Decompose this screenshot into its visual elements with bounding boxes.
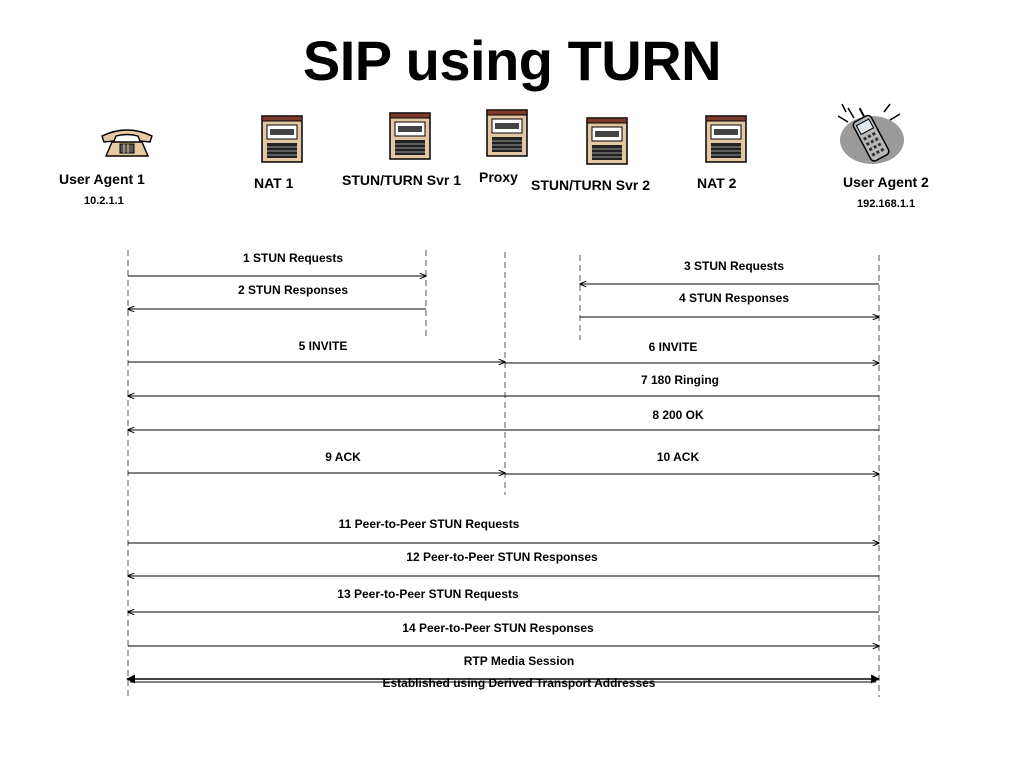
message-label: 10 ACK bbox=[657, 450, 700, 464]
entity-label-proxy: Proxy bbox=[479, 169, 518, 185]
server-icon bbox=[261, 115, 303, 163]
message-label: 2 STUN Responses bbox=[238, 283, 348, 297]
message-label: 14 Peer-to-Peer STUN Responses bbox=[402, 621, 594, 635]
media-session-sublabel: Established using Derived Transport Addr… bbox=[383, 676, 656, 690]
mobile-phone-icon bbox=[837, 103, 904, 164]
message-label: 13 Peer-to-Peer STUN Requests bbox=[337, 587, 519, 601]
message-label: 4 STUN Responses bbox=[679, 291, 789, 305]
message-label: 12 Peer-to-Peer STUN Responses bbox=[406, 550, 598, 564]
server-icon bbox=[586, 117, 628, 165]
message-label: 8 200 OK bbox=[652, 408, 704, 422]
entity-label-stun1: STUN/TURN Svr 1 bbox=[342, 172, 462, 188]
message-label: 11 Peer-to-Peer STUN Requests bbox=[339, 517, 520, 531]
message-label: 6 INVITE bbox=[649, 340, 698, 354]
page-title: SIP using TURN bbox=[302, 29, 722, 92]
message-label: 3 STUN Requests bbox=[684, 259, 784, 273]
media-session-label: RTP Media Session bbox=[464, 654, 574, 668]
entity-label-nat1: NAT 1 bbox=[254, 175, 294, 191]
message-label: 9 ACK bbox=[325, 450, 361, 464]
entity-address-ua1: 10.2.1.1 bbox=[84, 195, 124, 207]
server-icon bbox=[486, 109, 528, 157]
entity-label-ua2: User Agent 2 bbox=[843, 174, 929, 190]
message-label: 1 STUN Requests bbox=[243, 251, 343, 265]
entity-label-ua1: User Agent 1 bbox=[59, 171, 145, 187]
entity-label-nat2: NAT 2 bbox=[697, 175, 737, 191]
server-icon bbox=[389, 112, 431, 160]
entity-label-stun2: STUN/TURN Svr 2 bbox=[531, 177, 651, 193]
message-label: 5 INVITE bbox=[299, 339, 348, 353]
server-icon bbox=[705, 115, 747, 163]
entity-address-ua2: 192.168.1.1 bbox=[857, 198, 916, 210]
telephone-icon bbox=[101, 129, 153, 157]
message-label: 7 180 Ringing bbox=[641, 373, 719, 387]
